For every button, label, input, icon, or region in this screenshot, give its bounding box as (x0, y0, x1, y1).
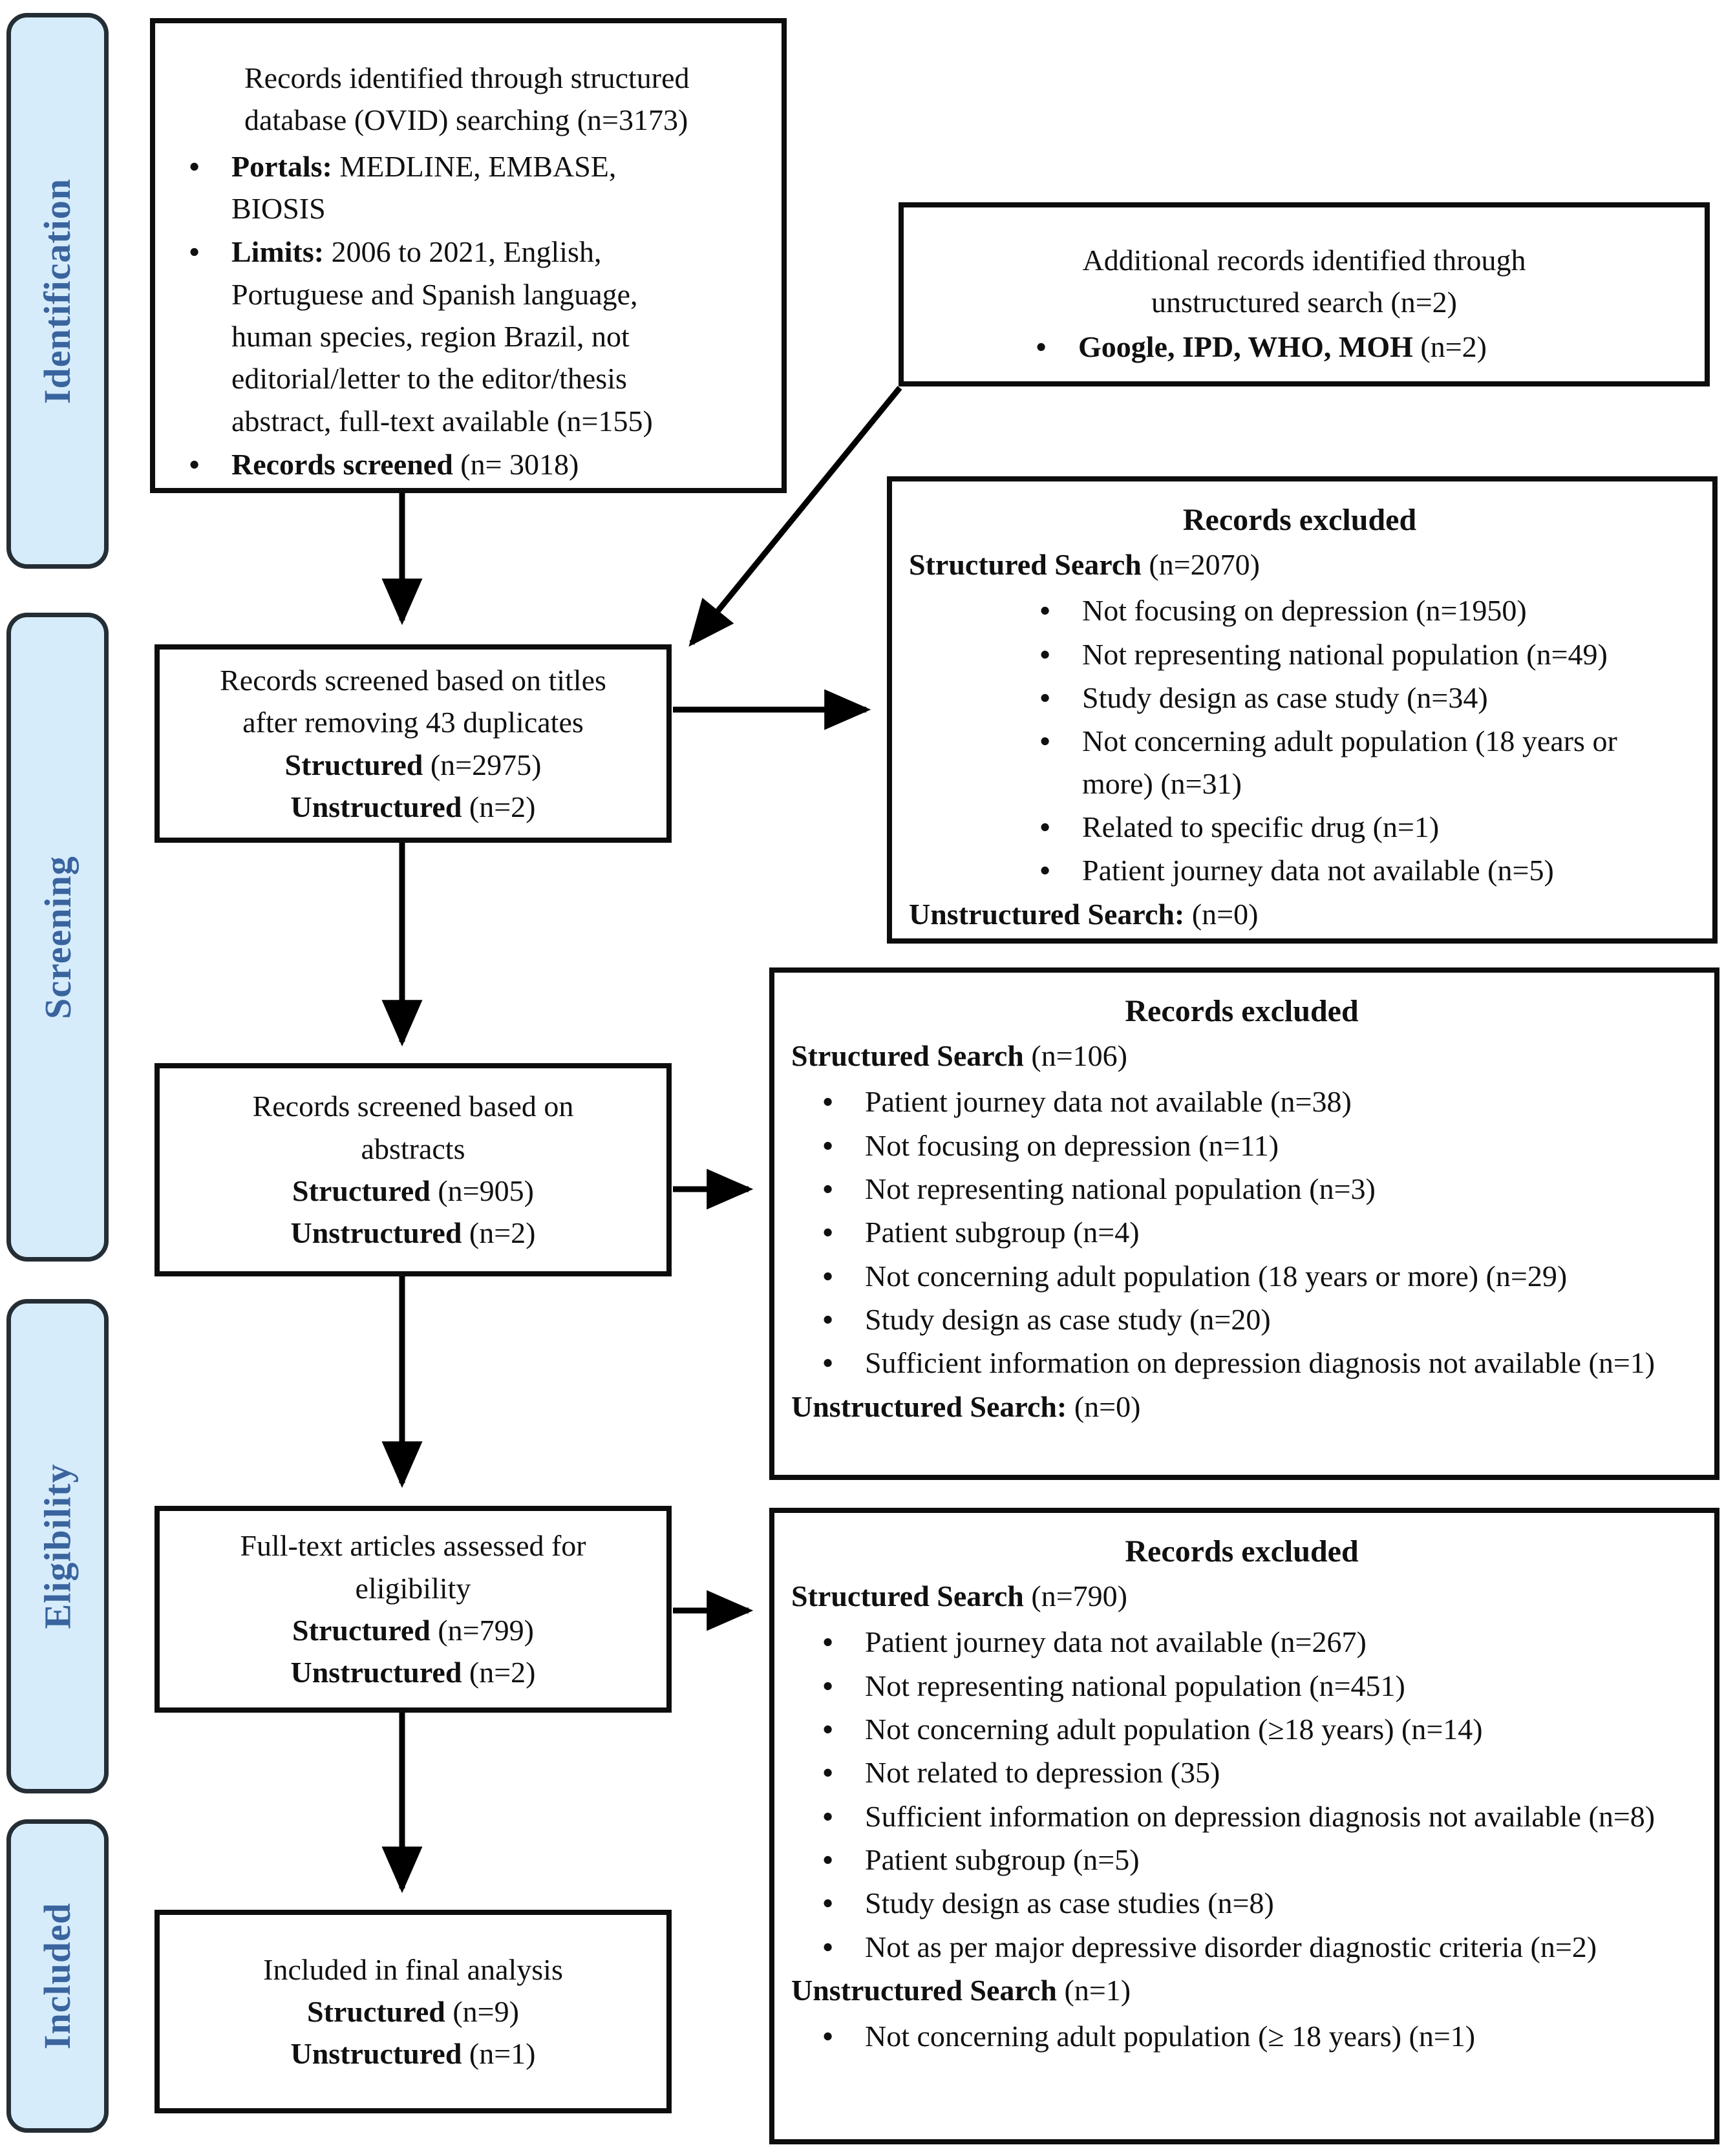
excluded-abstracts-item: Study design as case study (n=20) (818, 1298, 1692, 1341)
fulltext-line2: eligibility (355, 1571, 471, 1605)
screened-abstracts-unstructured: Unstructured (n=2) (290, 1216, 536, 1250)
fulltext-structured: Structured (n=799) (292, 1614, 534, 1647)
excluded-abstracts-item: Not focusing on depression (n=11) (818, 1125, 1692, 1167)
excluded-abstracts-item: Patient journey data not available (n=38… (818, 1081, 1692, 1123)
box-fulltext-assessed: Full-text articles assessed for eligibil… (154, 1506, 672, 1713)
excluded-fulltext-heading: Records excluded (1125, 1534, 1359, 1569)
included-line1: Included in final analysis (263, 1952, 563, 1986)
additional-records-sources: Google, IPD, WHO, MOH (n=2) (1032, 326, 1685, 368)
excluded-fulltext-item: Not representing national population (n=… (818, 1665, 1692, 1707)
screened-titles-line1: Records screened based on titles (220, 663, 606, 697)
screened-abstracts-line1: Records screened based on (252, 1090, 574, 1123)
excluded-titles-item: Study design as case study (n=34) (1036, 677, 1690, 719)
stage-identification: Identification (6, 13, 109, 569)
stage-label-eligibility: Eligibility (36, 1463, 79, 1629)
screened-titles-unstructured: Unstructured (n=2) (290, 790, 536, 823)
excluded-abstracts-item: Patient subgroup (n=4) (818, 1211, 1692, 1254)
additional-records-line1: Additional records identified through (1082, 243, 1526, 277)
screened-titles-line2: after removing 43 duplicates (242, 706, 584, 739)
stage-label-screening: Screening (36, 855, 79, 1019)
stage-label-included: Included (36, 1902, 79, 2050)
stage-eligibility: Eligibility (6, 1299, 109, 1793)
excluded-abstracts-heading: Records excluded (1125, 994, 1359, 1028)
identified-bullet-limits: Limits: 2006 to 2021, English, Portugues… (185, 231, 663, 442)
box-records-identified: Records identified through structured da… (150, 18, 787, 493)
records-identified-title: Records identified through structured da… (244, 61, 690, 137)
excluded-fulltext-item: Study design as case studies (n=8) (818, 1882, 1692, 1925)
excluded-abstracts-item: Sufficient information on depression dia… (818, 1342, 1692, 1384)
excluded-fulltext-item: Patient subgroup (n=5) (818, 1839, 1692, 1881)
box-excluded-fulltext: Records excluded Structured Search (n=79… (769, 1508, 1719, 2144)
excluded-titles-item: Not focusing on depression (n=1950) (1036, 589, 1690, 632)
fulltext-line1: Full-text articles assessed for (240, 1529, 586, 1563)
excluded-abstracts-unstructured-header: Unstructured Search: (n=0) (791, 1390, 1141, 1423)
excluded-fulltext-unstructured-item: Not concerning adult population (≥ 18 ye… (818, 2015, 1692, 2058)
excluded-fulltext-item: Not related to depression (35) (818, 1751, 1692, 1794)
box-additional-records: Additional records identified through un… (899, 202, 1710, 386)
excluded-titles-heading: Records excluded (1182, 503, 1417, 537)
box-included-final: Included in final analysis Structured (n… (154, 1910, 672, 2113)
box-excluded-abstracts: Records excluded Structured Search (n=10… (769, 967, 1719, 1480)
screened-titles-structured: Structured (n=2975) (284, 748, 542, 781)
excluded-titles-item: Related to specific drug (n=1) (1036, 806, 1690, 849)
excluded-titles-unstructured-header: Unstructured Search: (n=0) (909, 897, 1259, 931)
excluded-titles-item: Patient journey data not available (n=5) (1036, 849, 1690, 892)
included-structured: Structured (n=9) (307, 1994, 519, 2028)
stage-included: Included (6, 1819, 109, 2133)
box-screened-abstracts: Records screened based on abstracts Stru… (154, 1063, 672, 1276)
excluded-titles-item: Not concerning adult population (18 year… (1036, 720, 1690, 805)
box-screened-titles: Records screened based on titles after r… (154, 644, 672, 843)
stage-screening: Screening (6, 613, 109, 1262)
box-excluded-titles: Records excluded Structured Search (n=20… (887, 476, 1718, 944)
excluded-abstracts-structured-header: Structured Search (n=106) (791, 1039, 1127, 1073)
excluded-fulltext-item: Not as per major depressive disorder dia… (818, 1926, 1692, 1969)
excluded-fulltext-item: Patient journey data not available (n=26… (818, 1621, 1692, 1664)
excluded-fulltext-unstructured-header: Unstructured Search (n=1) (791, 1973, 1131, 2007)
excluded-abstracts-item: Not representing national population (n=… (818, 1168, 1692, 1210)
stage-label-identification: Identification (36, 178, 79, 404)
included-unstructured: Unstructured (n=1) (290, 2037, 536, 2071)
excluded-fulltext-item: Not concerning adult population (≥18 yea… (818, 1708, 1692, 1751)
additional-records-line2: unstructured search (n=2) (1151, 285, 1457, 319)
excluded-titles-item: Not representing national population (n=… (1036, 633, 1690, 676)
excluded-abstracts-item: Not concerning adult population (18 year… (818, 1255, 1692, 1298)
excluded-titles-structured-header: Structured Search (n=2070) (909, 548, 1260, 582)
screened-abstracts-structured: Structured (n=905) (292, 1174, 534, 1207)
identified-bullet-screened: Records screened (n= 3018) (185, 443, 663, 486)
fulltext-unstructured: Unstructured (n=2) (290, 1656, 536, 1689)
screened-abstracts-line2: abstracts (361, 1132, 465, 1165)
excluded-fulltext-item: Sufficient information on depression dia… (818, 1795, 1692, 1838)
identified-bullet-portals: Portals: MEDLINE, EMBASE, BIOSIS (185, 145, 663, 230)
excluded-fulltext-structured-header: Structured Search (n=790) (791, 1580, 1127, 1613)
